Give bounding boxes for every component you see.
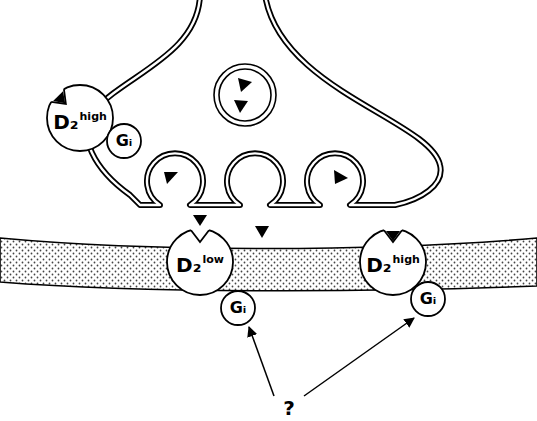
g-protein-circle: Gᵢ [206, 276, 270, 340]
dopamine-triangle [255, 226, 269, 238]
dopamine-triangle [334, 170, 348, 184]
terminal-membrane-inner [87, 0, 441, 205]
notch-line [191, 230, 209, 242]
g-protein-circle: Gᵢ [396, 267, 460, 331]
g-protein-circle: Gᵢ [92, 109, 156, 173]
node-circle [221, 291, 255, 325]
dopamine-triangle [164, 172, 178, 184]
node-label-area: Gᵢ [206, 276, 270, 340]
node-label: D₂low [176, 255, 224, 275]
binding-site [190, 215, 210, 242]
receptor-name: D₂ [176, 255, 201, 275]
node-label: D₂high [366, 255, 420, 275]
node-label: Gᵢ [116, 133, 133, 149]
pointer-arrow [249, 327, 274, 396]
question-mark: ? [283, 398, 295, 418]
dopamine-triangle [234, 100, 248, 113]
receptor-name: D₂ [366, 255, 391, 275]
node-label: Gᵢ [420, 291, 437, 307]
binding-site [47, 85, 72, 110]
receptor-state: high [393, 254, 420, 265]
notch-fill [190, 226, 210, 242]
node-label: Gᵢ [230, 300, 247, 316]
node-circle [411, 282, 445, 316]
binding-site [383, 226, 403, 242]
notch-fill [47, 85, 72, 110]
node-label: D₂high [53, 112, 107, 132]
postsynaptic-membrane [0, 238, 537, 291]
pointer-arrow [304, 318, 414, 396]
dopamine-triangle [53, 91, 70, 108]
node-label-area: Gᵢ [92, 109, 156, 173]
presynaptic-terminal [87, 0, 441, 205]
receptor-state: high [80, 111, 107, 122]
receptor-name: Gᵢ [230, 300, 247, 316]
receptor-name: D₂ [53, 112, 78, 132]
receptor-state: low [202, 254, 224, 265]
node-label-area: Gᵢ [396, 267, 460, 331]
terminal-membrane [87, 0, 441, 205]
vesicle-inner [219, 69, 271, 121]
receptor-name: Gᵢ [116, 133, 133, 149]
receptor-name: Gᵢ [420, 291, 437, 307]
dopamine-triangle [193, 215, 207, 226]
dopamine-triangle [238, 78, 252, 92]
dopamine-triangle [386, 231, 400, 241]
notch-line [51, 89, 72, 110]
node-circle [47, 85, 113, 151]
notch-line [384, 230, 402, 242]
vesicle-outer [214, 64, 276, 126]
node-circle [107, 124, 141, 158]
node-circle [360, 229, 426, 295]
notch-fill [383, 226, 403, 242]
